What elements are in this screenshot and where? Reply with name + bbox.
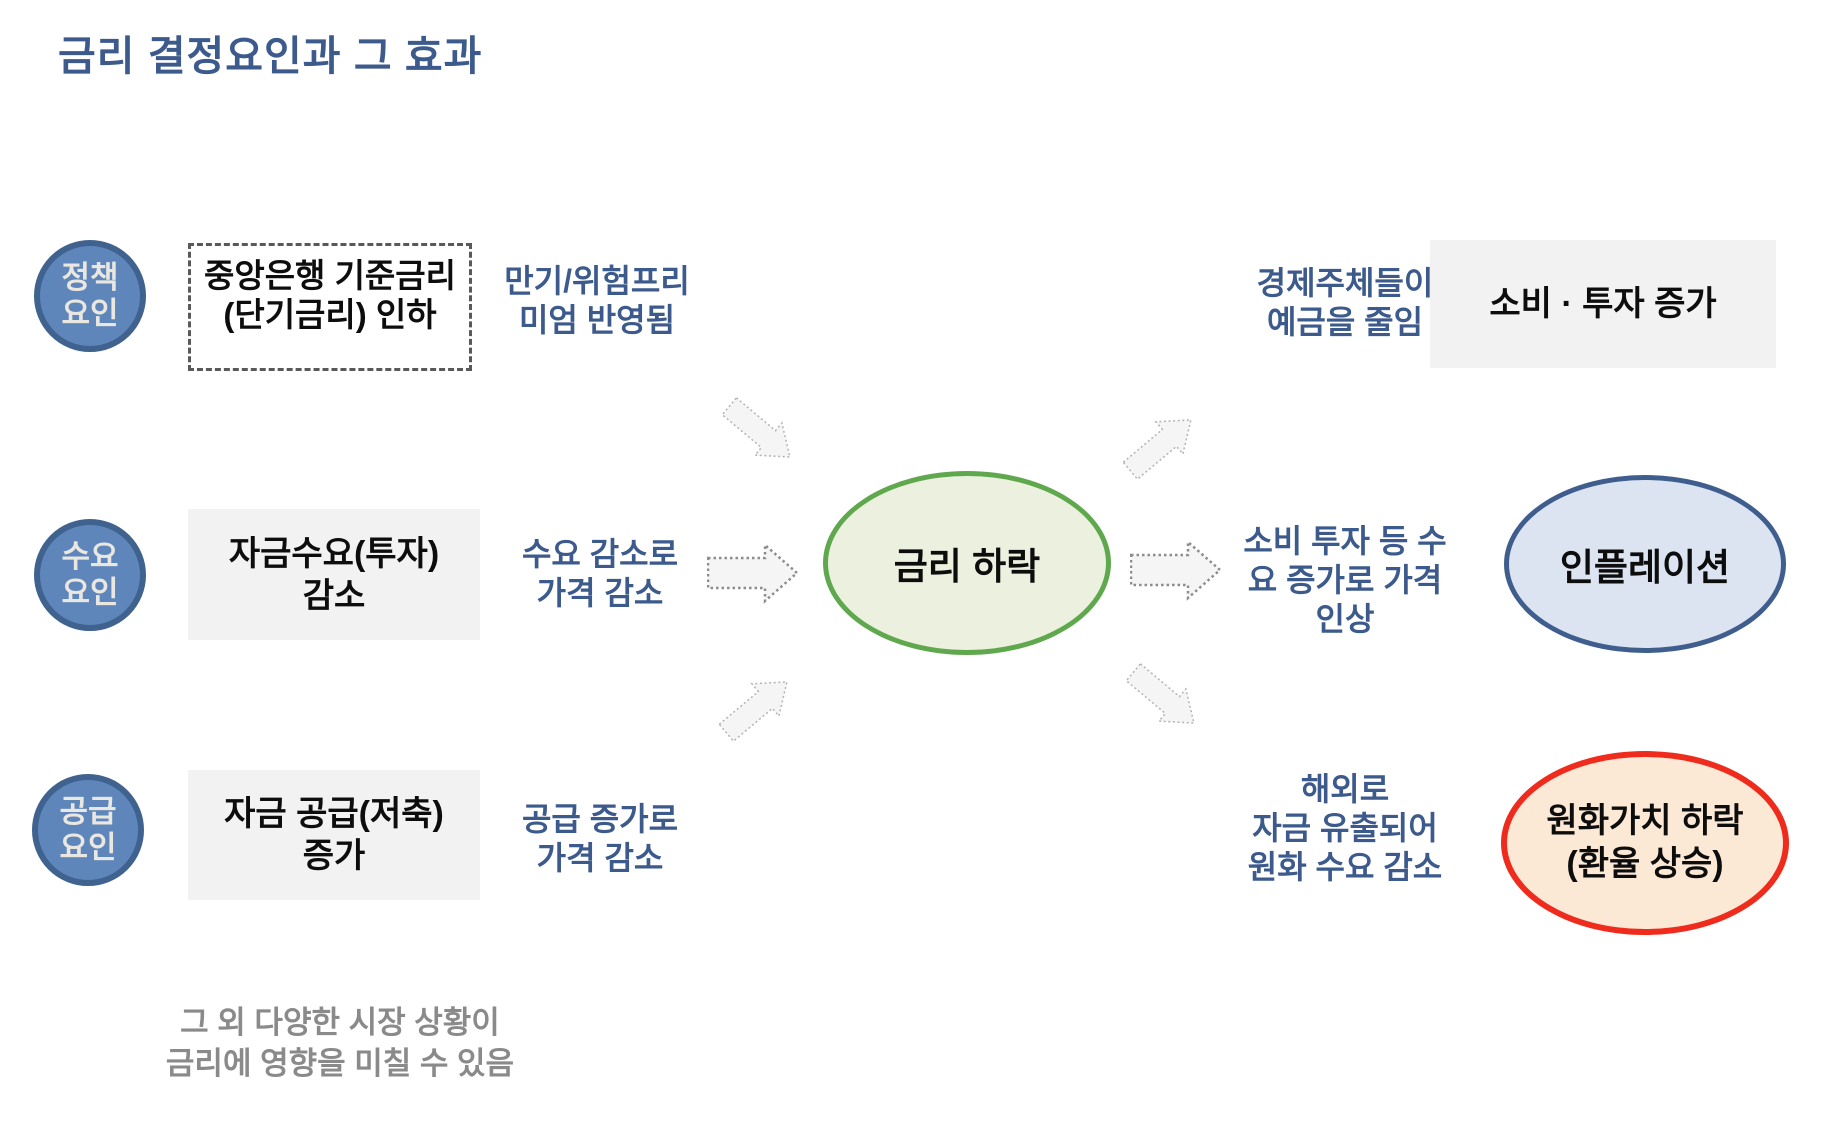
arrow-supply-to-center-icon	[710, 662, 804, 751]
arrow-policy-to-center-icon	[713, 387, 807, 476]
factor-circle-policy-line2: 요인	[61, 296, 119, 331]
factor-circle-demand: 수요 요인	[34, 519, 146, 631]
demand-box: 자금수요(투자) 감소	[188, 509, 480, 640]
policy-note: 만기/위험프리 미엄 반영됨	[462, 262, 732, 340]
effect-note-price-rise-line3: 인상	[1315, 601, 1375, 637]
effect-note-deposits-line1: 경제주체들이	[1256, 265, 1434, 301]
supply-note-line1: 공급 증가로	[521, 801, 679, 837]
center-ellipse-rate-fall: 금리 하락	[823, 471, 1111, 655]
supply-box-line1: 자금 공급(저축)	[224, 795, 444, 833]
policy-box: 중앙은행 기준금리 (단기금리) 인하	[188, 243, 472, 371]
arrow-center-to-inflation-icon	[1130, 538, 1222, 602]
policy-note-line2: 미엄 반영됨	[518, 302, 676, 338]
factor-circle-demand-line2: 요인	[61, 575, 119, 610]
factor-circle-policy: 정책 요인	[34, 240, 146, 352]
effect-note-deposits: 경제주체들이 예금을 줄임	[1200, 264, 1490, 342]
result-ellipse-currency-fall-line1: 원화가치 하락	[1546, 802, 1744, 840]
footnote-line2: 금리에 영향을 미칠 수 있음	[165, 1046, 515, 1081]
factor-circle-policy-line1: 정책	[61, 260, 119, 295]
block-arrow-icon	[721, 396, 791, 458]
demand-box-line1: 자금수요(투자)	[228, 534, 440, 573]
demand-box-line2: 감소	[302, 576, 366, 615]
supply-note-line2: 가격 감소	[536, 840, 664, 876]
effect-note-price-rise: 소비 투자 등 수 요 증가로 가격 인상	[1200, 522, 1490, 639]
demand-note-line1: 수요 감소로	[521, 536, 679, 572]
factor-circle-supply: 공급 요인	[32, 774, 144, 886]
policy-box-line1: 중앙은행 기준금리	[203, 257, 457, 294]
policy-note-line1: 만기/위험프리	[504, 263, 690, 299]
effect-note-capital-outflow-line1: 해외로	[1300, 771, 1390, 807]
footnote-line1: 그 외 다양한 시장 상황이	[180, 1005, 500, 1040]
effect-note-deposits-line2: 예금을 줄임	[1266, 304, 1424, 340]
arrow-demand-to-center-icon	[707, 541, 799, 605]
policy-box-line2: (단기금리) 인하	[223, 296, 437, 333]
effect-note-price-rise-line1: 소비 투자 등 수	[1243, 523, 1447, 559]
page-title: 금리 결정요인과 그 효과	[58, 33, 483, 79]
block-arrow-icon	[718, 681, 788, 743]
arrow-center-to-consumption-icon	[1114, 400, 1208, 489]
effect-note-capital-outflow-line3: 원화 수요 감소	[1247, 849, 1443, 885]
demand-note: 수요 감소로 가격 감소	[470, 535, 730, 613]
effect-note-capital-outflow: 해외로 자금 유출되어 원화 수요 감소	[1200, 770, 1490, 887]
supply-box-line2: 증가	[302, 837, 366, 875]
block-arrow-icon	[1125, 662, 1195, 724]
result-ellipse-inflation: 인플레이션	[1504, 475, 1786, 653]
supply-box: 자금 공급(저축) 증가	[188, 770, 480, 900]
block-arrow-icon	[1130, 539, 1222, 601]
footnote: 그 외 다양한 시장 상황이 금리에 영향을 미칠 수 있음	[110, 1002, 570, 1084]
result-ellipse-currency-fall-line2: (환율 상승)	[1566, 845, 1724, 883]
result-ellipse-inflation-label: 인플레이션	[1559, 547, 1731, 588]
supply-note: 공급 증가로 가격 감소	[470, 800, 730, 878]
factor-circle-demand-line1: 수요	[61, 539, 119, 574]
center-ellipse-label: 금리 하락	[893, 546, 1041, 587]
demand-note-line2: 가격 감소	[536, 575, 664, 611]
result-ellipse-currency-fall: 원화가치 하락 (환율 상승)	[1501, 751, 1789, 935]
effect-note-price-rise-line2: 요 증가로 가격	[1247, 562, 1443, 598]
arrow-center-to-currency-icon	[1117, 653, 1211, 742]
effect-note-capital-outflow-line2: 자금 유출되어	[1252, 810, 1438, 846]
factor-circle-supply-line2: 요인	[59, 830, 117, 865]
block-arrow-icon	[707, 542, 799, 604]
factor-circle-supply-line1: 공급	[59, 794, 117, 829]
block-arrow-icon	[1122, 419, 1192, 481]
result-box-consumption-investment-label: 소비 · 투자 증가	[1489, 285, 1717, 323]
result-box-consumption-investment: 소비 · 투자 증가	[1430, 240, 1776, 368]
